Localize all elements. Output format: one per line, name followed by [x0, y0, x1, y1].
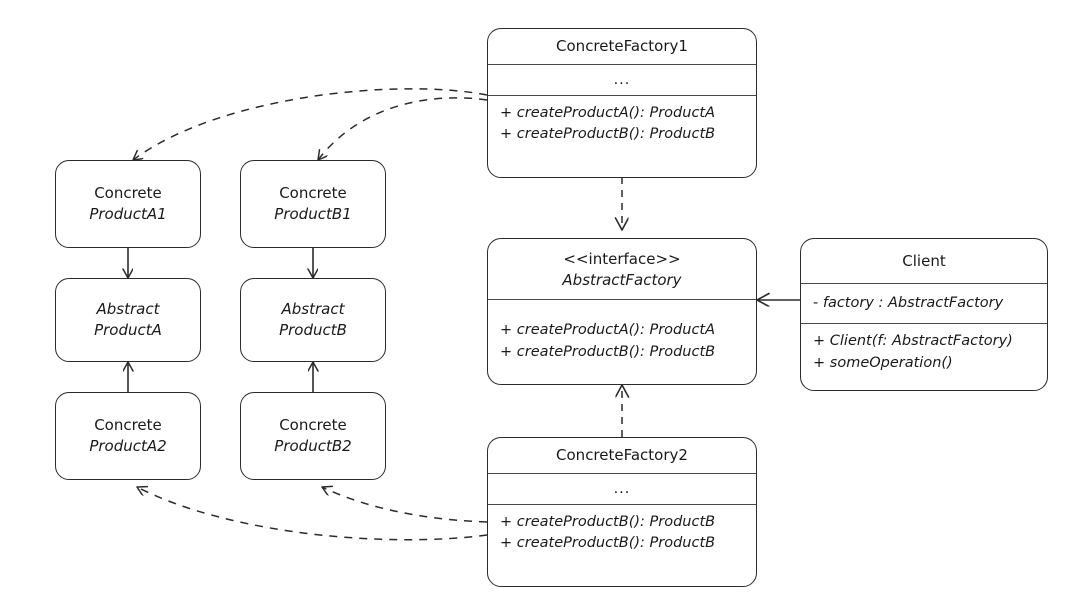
method-row: + createProductB(): ProductB	[500, 342, 746, 364]
class-name-line-2: ProductA1	[89, 205, 167, 223]
class-box-concrete-product-a1[interactable]: Concrete ProductA1	[55, 160, 201, 248]
method-row: + createProductB(): ProductB	[500, 124, 746, 146]
edge-concretefactory2-creates-concreteproducta2	[137, 487, 488, 541]
attributes-ellipsis: ...	[613, 71, 631, 88]
class-box-concrete-product-b1[interactable]: Concrete ProductB1	[240, 160, 386, 248]
interface-name: AbstractFactory	[562, 270, 682, 289]
method-signature: createProductB(): ProductB	[516, 513, 716, 530]
method-visibility: +	[500, 344, 513, 361]
edge-concretefactory1-creates-concreteproductb1	[318, 97, 488, 160]
class-box-concrete-factory-2[interactable]: ConcreteFactory2 ... + createProductB():…	[487, 437, 757, 587]
class-name-line-2: ProductB1	[274, 205, 352, 223]
class-title-compartment: ConcreteFactory1	[488, 29, 756, 64]
method-signature: createProductA(): ProductA	[516, 104, 716, 121]
class-name-line-2: ProductA	[94, 321, 162, 339]
class-title-compartment: ConcreteFactory2	[488, 438, 756, 473]
class-name-line-1: Abstract	[281, 300, 345, 319]
class-box-concrete-factory-1[interactable]: ConcreteFactory1 ... + createProductA():…	[487, 28, 757, 178]
class-name-line-2: ProductA2	[89, 437, 167, 455]
class-title-compartment: Abstract ProductB	[279, 299, 347, 340]
class-title-compartment: Client	[801, 239, 1047, 283]
interface-stereotype: <<interface>>	[563, 250, 681, 268]
class-methods-compartment: + createProductB(): ProductB + createPro…	[488, 503, 756, 586]
edge-concretefactory2-creates-concreteproductb2	[322, 487, 488, 523]
class-name-line-1: Concrete	[94, 184, 162, 203]
method-signature: createProductA(): ProductA	[516, 322, 716, 339]
class-name-line-2: ProductB2	[274, 437, 352, 455]
class-name-line-1: Concrete	[279, 184, 347, 203]
method-signature: createProductB(): ProductB	[516, 126, 716, 143]
class-box-abstract-product-a[interactable]: Abstract ProductA	[55, 278, 201, 362]
class-box-concrete-product-b2[interactable]: Concrete ProductB2	[240, 392, 386, 480]
method-row: + createProductB(): ProductB	[500, 512, 746, 534]
method-visibility: +	[500, 126, 513, 143]
class-box-client[interactable]: Client - factory : AbstractFactory + Cli…	[800, 238, 1048, 391]
class-title-compartment: Concrete ProductB1	[274, 183, 351, 224]
method-visibility: +	[500, 104, 513, 121]
method-row: + createProductA(): ProductA	[500, 103, 746, 125]
method-visibility: +	[813, 333, 826, 350]
class-title-compartment: Concrete ProductA2	[89, 415, 166, 456]
method-row: + someOperation()	[813, 353, 1037, 375]
method-signature: createProductB(): ProductB	[516, 344, 716, 361]
class-box-concrete-product-a2[interactable]: Concrete ProductA2	[55, 392, 201, 480]
interface-title-compartment: <<interface>> AbstractFactory	[488, 239, 756, 299]
attribute-row: - factory : AbstractFactory	[813, 293, 1037, 315]
class-title-compartment: Abstract ProductA	[94, 299, 162, 340]
class-title-compartment: Concrete ProductA1	[89, 183, 166, 224]
class-methods-compartment: + createProductA(): ProductA + createPro…	[488, 94, 756, 177]
class-methods-compartment: + Client(f: AbstractFactory) + someOpera…	[801, 323, 1047, 390]
class-name: ConcreteFactory2	[556, 446, 688, 464]
class-title-compartment: Concrete ProductB2	[274, 415, 351, 456]
class-attributes-compartment: ...	[488, 472, 756, 504]
class-box-abstract-factory[interactable]: <<interface>> AbstractFactory + createPr…	[487, 238, 757, 385]
edge-concretefactory1-creates-concreteproducta1	[133, 88, 488, 160]
method-signature: someOperation()	[829, 355, 953, 372]
class-name: ConcreteFactory1	[556, 37, 688, 55]
method-visibility: +	[500, 322, 513, 339]
method-row: + Client(f: AbstractFactory)	[813, 331, 1037, 353]
class-name-line-1: Concrete	[279, 416, 347, 435]
class-name-line-1: Abstract	[96, 300, 160, 319]
attributes-ellipsis: ...	[613, 480, 631, 497]
method-row: + createProductB(): ProductB	[500, 533, 746, 555]
class-box-abstract-product-b[interactable]: Abstract ProductB	[240, 278, 386, 362]
class-attributes-compartment: - factory : AbstractFactory	[801, 282, 1047, 324]
method-signature: createProductB(): ProductB	[516, 535, 716, 552]
attribute-signature: factory : AbstractFactory	[822, 294, 1004, 311]
method-visibility: +	[813, 355, 826, 372]
method-visibility: +	[500, 513, 513, 530]
method-signature: Client(f: AbstractFactory)	[829, 333, 1013, 350]
class-name: Client	[902, 252, 946, 270]
class-name-line-2: ProductB	[279, 321, 347, 339]
class-attributes-compartment: ...	[488, 63, 756, 95]
method-visibility: +	[500, 535, 513, 552]
interface-methods-compartment: + createProductA(): ProductA + createPro…	[488, 299, 756, 384]
class-name-line-1: Concrete	[94, 416, 162, 435]
method-row: + createProductA(): ProductA	[500, 320, 746, 342]
attribute-visibility: -	[813, 294, 819, 311]
